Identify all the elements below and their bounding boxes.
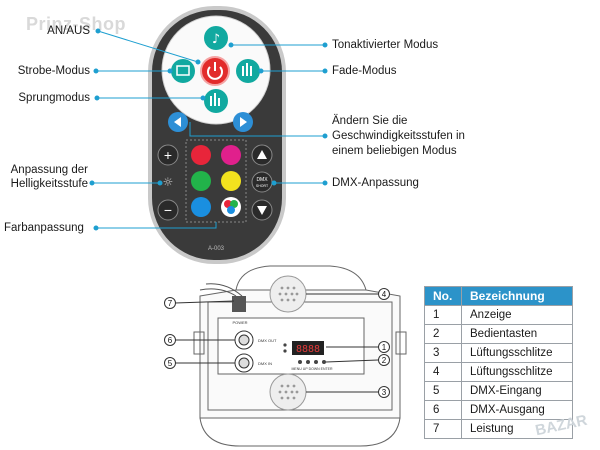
legend-no: 6 [424,400,462,420]
legend-name: Anzeige [461,305,573,325]
model-label: A-003 [208,246,225,252]
on-off-label: AN/AUS [47,25,90,37]
dmx-out-connector [234,330,254,350]
svg-text:+: + [164,147,172,163]
sound-mode-button [204,26,228,50]
callout-4: 4 [382,290,387,299]
svg-text:DMX IN: DMX IN [258,361,272,366]
dmx-adjust-label: DMX-Anpassung [332,177,419,189]
svg-text:POWER: POWER [232,320,247,325]
vent-bottom [269,373,307,411]
legend-name: Lüftungsschlitze [461,362,573,382]
speed-label-line2: Geschwindigkeitsstufen in [332,130,465,142]
legend-no: 2 [424,324,462,344]
legend-name: Leistung [461,419,573,439]
remote-illustration: ♪ + ☼ − DMX SHORT A-003 [89,6,328,264]
vent-top [269,275,307,313]
svg-text:♪: ♪ [212,32,220,47]
power-connector [232,296,246,312]
speed-label-line3: einem beliebigen Modus [332,145,457,157]
callout-5: 5 [168,359,173,368]
legend-no: 1 [424,305,462,325]
sound-mode-label: Tonaktivierter Modus [332,39,439,51]
brightness-label-line1: Anpassung der [10,164,88,176]
svg-text:DMX OUT: DMX OUT [258,338,277,343]
legend-name: Lüftungsschlitze [461,343,573,363]
color-magenta-button [221,145,241,165]
svg-text:☼: ☼ [163,175,174,189]
svg-text:−: − [164,202,172,218]
jump-mode-label: Sprungmodus [18,92,90,104]
legend-header-name: Bezeichnung [461,286,573,306]
color-green-button [191,171,211,191]
brightness-minus-button [157,199,179,221]
legend-header-no: No. [424,286,462,306]
callout-3: 3 [382,388,387,397]
legend-header-row: No. Bezeichnung [424,286,573,306]
callout-7: 7 [168,299,173,308]
legend-no: 4 [424,362,462,382]
brightness-plus-button [157,144,179,166]
legend-name: DMX-Ausgang [461,400,573,420]
brightness-label-line2: Helligkeitsstufe [10,178,88,190]
callout-2: 2 [382,356,387,365]
strobe-mode-label: Strobe-Modus [17,65,90,77]
color-adjust-label: Farbanpassung [4,222,84,234]
dmx-in-connector [234,353,254,373]
color-blue-button [191,197,211,217]
legend-name: Bedientasten [461,324,573,344]
svg-text:DMX: DMX [256,177,268,183]
legend-no: 3 [424,343,462,363]
callout-6: 6 [168,336,173,345]
color-red-button [191,145,211,165]
legend-name: DMX-Eingang [461,381,573,401]
led-display [292,341,324,355]
speed-label-line1: Ändern Sie die [332,115,408,127]
callout-1: 1 [382,343,387,352]
svg-text:8888: 8888 [296,344,320,355]
svg-text:SHORT: SHORT [256,184,269,188]
strobe-mode-button [171,59,195,83]
fade-mode-label: Fade-Modus [332,65,397,77]
watermark: Prinz-Shop [26,14,126,34]
legend-no: 5 [424,381,462,401]
legend-no: 7 [424,419,462,439]
color-yellow-button [221,171,241,191]
svg-text:MENU UP DOWN ENTER: MENU UP DOWN ENTER [292,367,333,371]
